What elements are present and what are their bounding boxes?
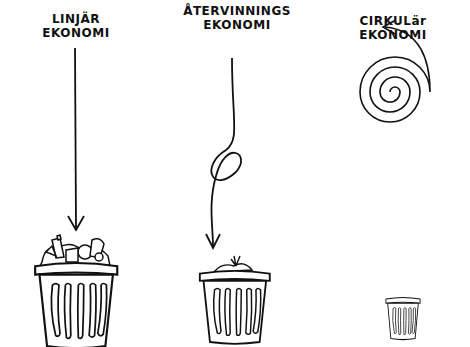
column-heading: LINJÄR EKONOMI (42, 12, 109, 40)
trash-bin-large (35, 263, 117, 347)
column-heading: CIRKULär EKONOMI (359, 14, 426, 42)
trash-bin-medium (200, 271, 270, 344)
arrow-head (206, 234, 220, 248)
arrow-head (68, 216, 84, 230)
trash-bin-small (386, 298, 420, 340)
loop-arrow (211, 58, 241, 246)
column-heading: ÅTERVINNINGS EKONOMI (183, 4, 291, 32)
trash-pile (40, 235, 110, 266)
trash-pile (214, 256, 252, 272)
linear-arrow (75, 48, 76, 228)
